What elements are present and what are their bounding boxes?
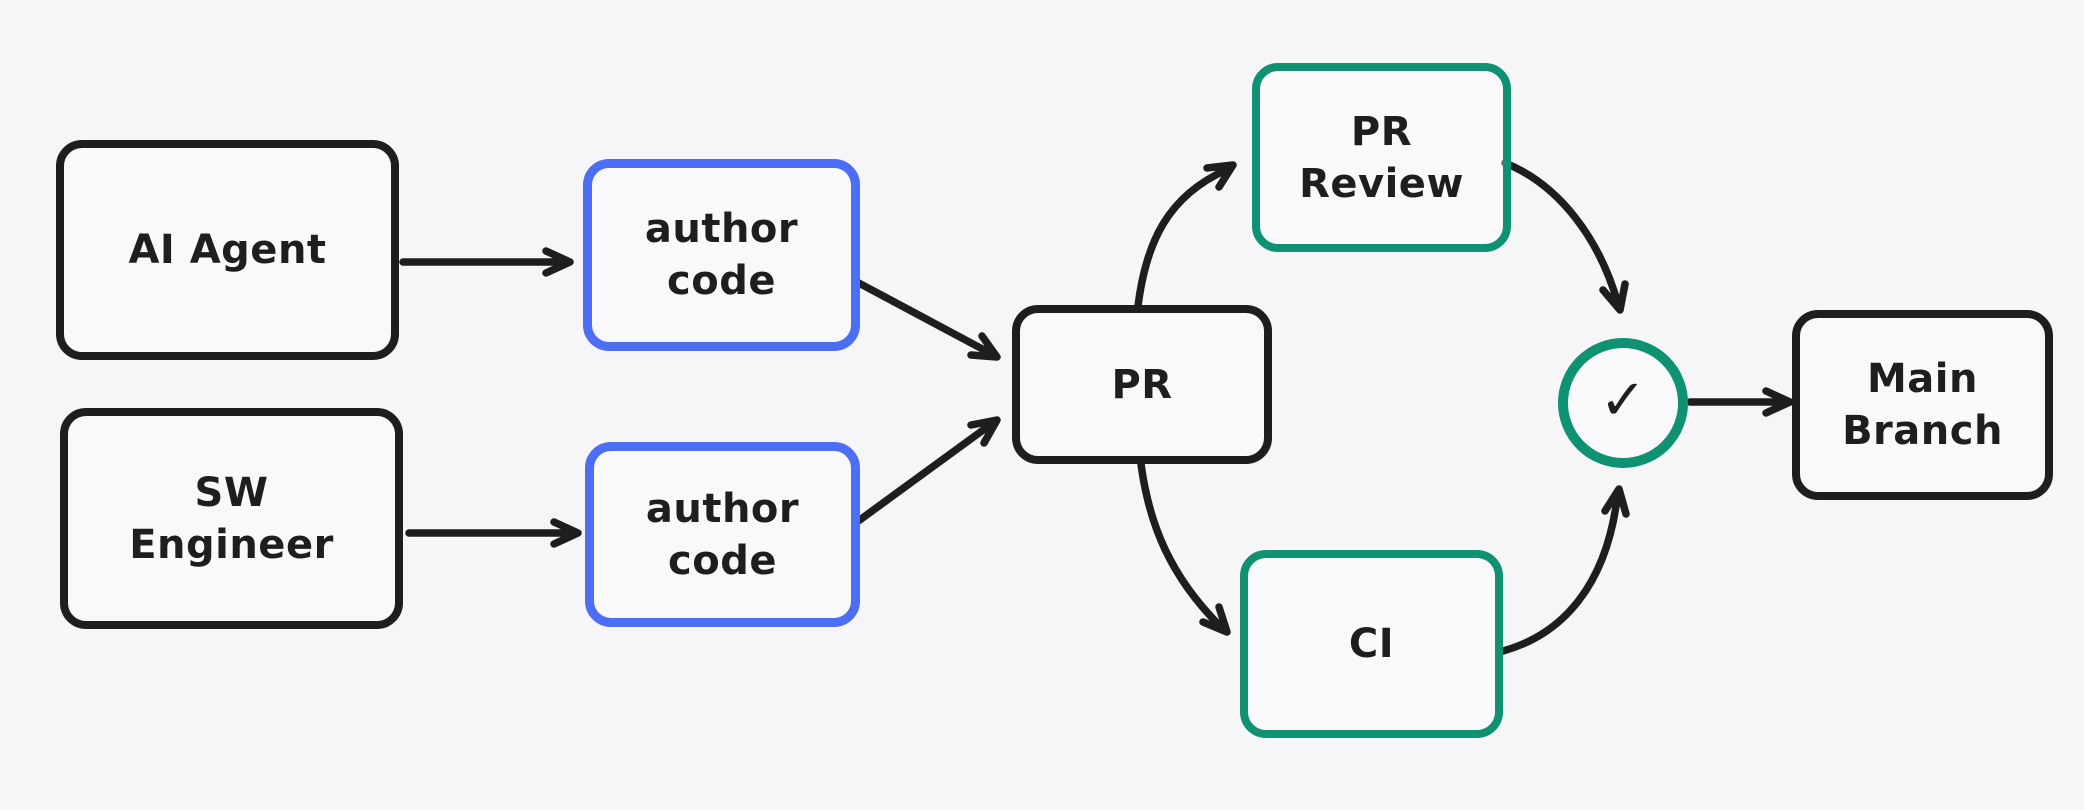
- arrow-author-code-bottom-to-pr: [853, 416, 1001, 526]
- approval-check-circle: ✓: [1558, 338, 1688, 468]
- node-ci: CI: [1240, 550, 1503, 738]
- node-pr-review-label: PR Review: [1299, 108, 1464, 207]
- arrow-sw-engineer-to-author-code: [405, 518, 582, 548]
- arrow-ci-to-check: [1499, 485, 1630, 655]
- checkmark-icon: ✓: [1599, 368, 1647, 433]
- node-main-branch-label: Main Branch: [1842, 356, 2003, 454]
- node-pr-review: PR Review: [1252, 63, 1511, 252]
- node-ci-label: CI: [1348, 621, 1395, 667]
- node-sw-engineer-label: SW Engineer: [129, 469, 334, 568]
- arrow-ai-agent-to-author-code: [399, 247, 574, 277]
- node-ai-agent-label: AI Agent: [128, 227, 327, 273]
- node-author-code-bottom: author code: [585, 442, 860, 627]
- arrow-pr-to-ci: [1137, 460, 1231, 636]
- node-pr: PR: [1012, 305, 1272, 464]
- node-sw-engineer: SW Engineer: [60, 408, 403, 629]
- node-main-branch: Main Branch: [1792, 310, 2053, 500]
- node-author-code-top-label: author code: [644, 206, 799, 304]
- arrow-author-code-top-to-pr: [851, 277, 1001, 361]
- arrow-pr-review-to-check: [1501, 159, 1629, 314]
- node-author-code-bottom-label: author code: [645, 485, 800, 584]
- arrow-check-to-main-branch: [1686, 387, 1794, 417]
- node-author-code-top: author code: [583, 159, 860, 351]
- arrow-pr-to-pr-review: [1134, 161, 1237, 310]
- node-pr-label: PR: [1111, 361, 1173, 408]
- node-ai-agent: AI Agent: [56, 140, 399, 360]
